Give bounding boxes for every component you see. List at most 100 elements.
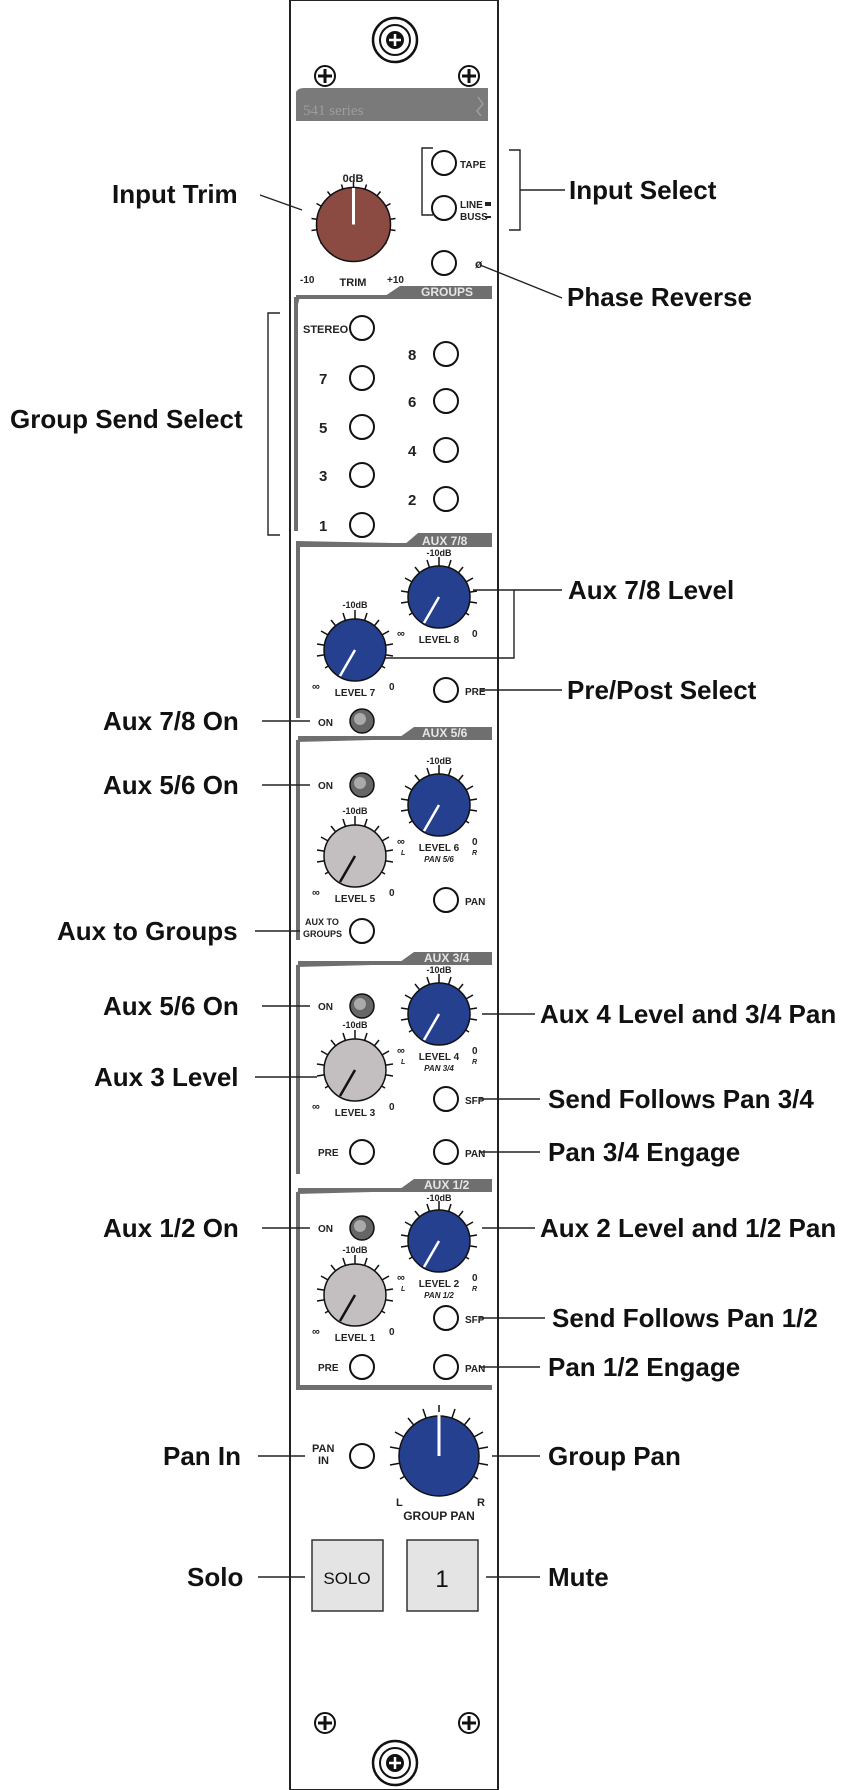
groups-section: GROUPS (294, 285, 492, 531)
aux12-sfp-button[interactable] (433, 1305, 459, 1331)
phase-reverse-button[interactable] (431, 250, 457, 276)
callout-aux56-on: Aux 5/6 On (103, 770, 239, 800)
group-1-button[interactable] (349, 512, 375, 538)
line-up-indicator (485, 202, 491, 206)
tape-label: TAPE (460, 160, 486, 171)
group-6-button[interactable] (433, 388, 459, 414)
aux6-level-knob[interactable]: -10dB ∞ L LEVEL 6 PAN 5/6 0 R (397, 756, 478, 864)
aux34-header: AUX 3/4 (424, 951, 470, 965)
mute-button[interactable] (406, 1539, 479, 1612)
group-7-button[interactable] (349, 365, 375, 391)
aux3-min-label: ∞ (312, 1101, 320, 1113)
aux2-level-knob[interactable]: -10dB ∞ L LEVEL 2 PAN 1/2 0 R (397, 1193, 478, 1300)
aux4-l-label: L (401, 1059, 405, 1066)
top-mount-screw (371, 16, 419, 64)
aux78-pre-label: PRE (465, 687, 486, 698)
aux-to-label: AUX TO (305, 917, 339, 927)
group-5-label: 5 (319, 420, 327, 437)
aux78-on-led (354, 713, 366, 725)
aux6-knob-pointer (422, 804, 441, 832)
aux4-r-label: R (472, 1059, 477, 1066)
line-buss-button[interactable] (431, 195, 457, 221)
aux4-pan-label: PAN 3/4 (424, 1064, 454, 1073)
aux78-section: AUX 7/8 (296, 533, 492, 718)
aux1-name-label: LEVEL 1 (335, 1333, 376, 1344)
aux2-l-label: L (401, 1286, 405, 1293)
trim-0db-label: 0dB (343, 173, 364, 185)
aux6-max-label: 0 (472, 837, 478, 848)
tape-button[interactable] (431, 150, 457, 176)
aux3-max-label: 0 (389, 1102, 395, 1113)
trim-max-label: +10 (387, 275, 404, 286)
aux4-max-label: 0 (472, 1046, 478, 1057)
aux1-top-label: -10dB (342, 1245, 368, 1255)
aux8-top-label: -10dB (426, 548, 452, 558)
callout-aux2-level-pan: Aux 2 Level and 1/2 Pan (540, 1213, 836, 1243)
callout-sfp12: Send Follows Pan 1/2 (552, 1303, 818, 1333)
aux7-min-label: ∞ (312, 681, 320, 693)
aux4-name-label: LEVEL 4 (419, 1052, 460, 1063)
group-8-button[interactable] (433, 341, 459, 367)
callout-pan-in: Pan In (163, 1441, 241, 1471)
aux78-pre-button[interactable] (433, 677, 459, 703)
stereo-label: STEREO (303, 324, 349, 336)
aux5-level-knob[interactable]: -10dB ∞ LEVEL 5 0 (312, 806, 395, 905)
aux12-pre-button[interactable] (349, 1354, 375, 1380)
aux34-on-led (354, 998, 366, 1010)
aux7-max-label: 0 (389, 682, 395, 693)
pan-in-label-2: IN (318, 1455, 329, 1467)
aux-to-groups-button[interactable] (349, 918, 375, 944)
aux56-pan-button[interactable] (433, 887, 459, 913)
bottom-mount-screw (371, 1739, 419, 1787)
input-trim-knob[interactable]: 0dB -10 TRIM +10 (300, 173, 404, 289)
group-2-button[interactable] (433, 486, 459, 512)
pan-in-button[interactable] (349, 1443, 375, 1469)
group-3-button[interactable] (349, 462, 375, 488)
aux12-pre-label: PRE (318, 1363, 339, 1374)
aux34-on-label: ON (318, 1002, 333, 1013)
group-stereo-button[interactable] (349, 315, 375, 341)
aux12-bottom-bar (296, 1385, 492, 1390)
pan-in-label-1: PAN (312, 1443, 334, 1455)
bracket-group-send (267, 312, 280, 536)
aux34-pre-label: PRE (318, 1148, 339, 1159)
group-pan-r-label: R (477, 1497, 485, 1509)
aux3-name-label: LEVEL 3 (335, 1108, 376, 1119)
group-pan-knob[interactable]: L R GROUP PAN (389, 1405, 489, 1523)
aux78-on-label: ON (318, 718, 333, 729)
callout-solo: Solo (187, 1562, 243, 1592)
group-4-button[interactable] (433, 437, 459, 463)
input-select-bracket-inner (421, 147, 433, 216)
solo-label: SOLO (323, 1569, 370, 1588)
aux12-pan-button[interactable] (433, 1354, 459, 1380)
buss-label: BUSS (460, 212, 488, 223)
aux56-section: AUX 5/6 (296, 726, 492, 940)
aux8-name-label: LEVEL 8 (419, 635, 460, 646)
aux5-name-label: LEVEL 5 (335, 894, 376, 905)
aux3-level-knob[interactable]: -10dB ∞ LEVEL 3 0 (312, 1020, 395, 1119)
aux5-min-label: ∞ (312, 887, 320, 899)
aux34-sfp-button[interactable] (433, 1086, 459, 1112)
group-7-label: 7 (319, 371, 327, 388)
group-5-button[interactable] (349, 414, 375, 440)
aux6-r-label: R (472, 850, 477, 857)
aux8-level-knob[interactable]: -10dB ∞ LEVEL 8 0 (397, 548, 478, 646)
top-right-screw (458, 65, 480, 87)
aux1-level-knob[interactable]: -10dB ∞ LEVEL 1 0 (312, 1245, 395, 1344)
aux12-on-led (354, 1220, 366, 1232)
group-8-label: 8 (408, 347, 416, 364)
aux6-pan-label: PAN 5/6 (424, 855, 454, 864)
group-pan-name-label: GROUP PAN (403, 1509, 475, 1523)
aux7-level-knob[interactable]: -10dB ∞ LEVEL 7 0 (312, 600, 395, 699)
aux4-level-knob[interactable]: -10dB ∞ L LEVEL 4 PAN 3/4 0 R (397, 965, 478, 1073)
solo-button[interactable] (311, 1539, 384, 1612)
aux34-pan-button[interactable] (433, 1139, 459, 1165)
aux2-name-label: LEVEL 2 (419, 1279, 460, 1290)
groups-header: GROUPS (421, 285, 473, 299)
callout-phase-reverse: Phase Reverse (567, 282, 752, 312)
aux34-pre-button[interactable] (349, 1139, 375, 1165)
callout-mute: Mute (548, 1562, 609, 1592)
leader-phase-reverse (479, 264, 563, 299)
group-pan-l-label: L (396, 1497, 403, 1509)
aux12-section: AUX 1/2 (296, 1178, 492, 1385)
